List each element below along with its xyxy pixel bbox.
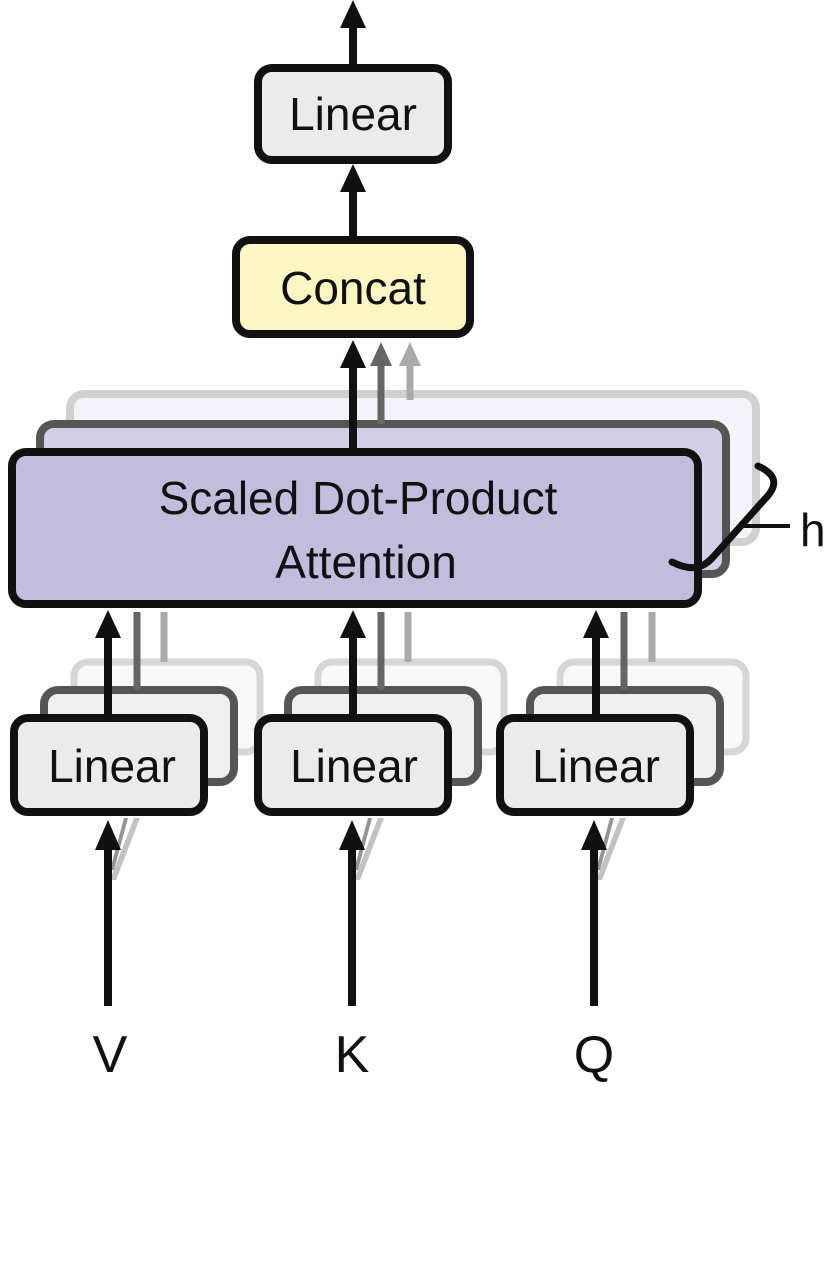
linear-q-stack: Linear — [496, 610, 750, 816]
concat-box: Concat — [232, 236, 474, 338]
input-v-label: V — [93, 1026, 128, 1084]
linear-output-label: Linear — [289, 88, 417, 140]
heads-brace: h — [668, 462, 826, 572]
heads-label: h — [800, 504, 826, 556]
attention-label-line2: Attention — [275, 536, 457, 588]
linear-k-label: Linear — [290, 740, 418, 792]
linear-v-stack: Linear — [10, 610, 264, 816]
output-arrow — [340, 0, 366, 68]
linear-k-stack: Linear — [254, 610, 508, 816]
concat-label: Concat — [280, 262, 426, 314]
input-k-label: K — [335, 1026, 370, 1084]
attention-label-line1: Scaled Dot-Product — [159, 472, 558, 524]
input-v-arrow — [95, 818, 140, 1006]
head-output-arrows — [340, 340, 421, 452]
linear-q-label: Linear — [532, 740, 660, 792]
scaled-dot-product-attention-box: Scaled Dot-Product Attention — [8, 448, 702, 608]
concat-to-linear-arrow — [340, 164, 366, 240]
linear-v-label: Linear — [48, 740, 176, 792]
input-q-arrow — [581, 818, 626, 1006]
linear-output-box: Linear — [254, 64, 452, 164]
input-q-label: Q — [574, 1026, 614, 1084]
input-k-arrow — [339, 818, 384, 1006]
